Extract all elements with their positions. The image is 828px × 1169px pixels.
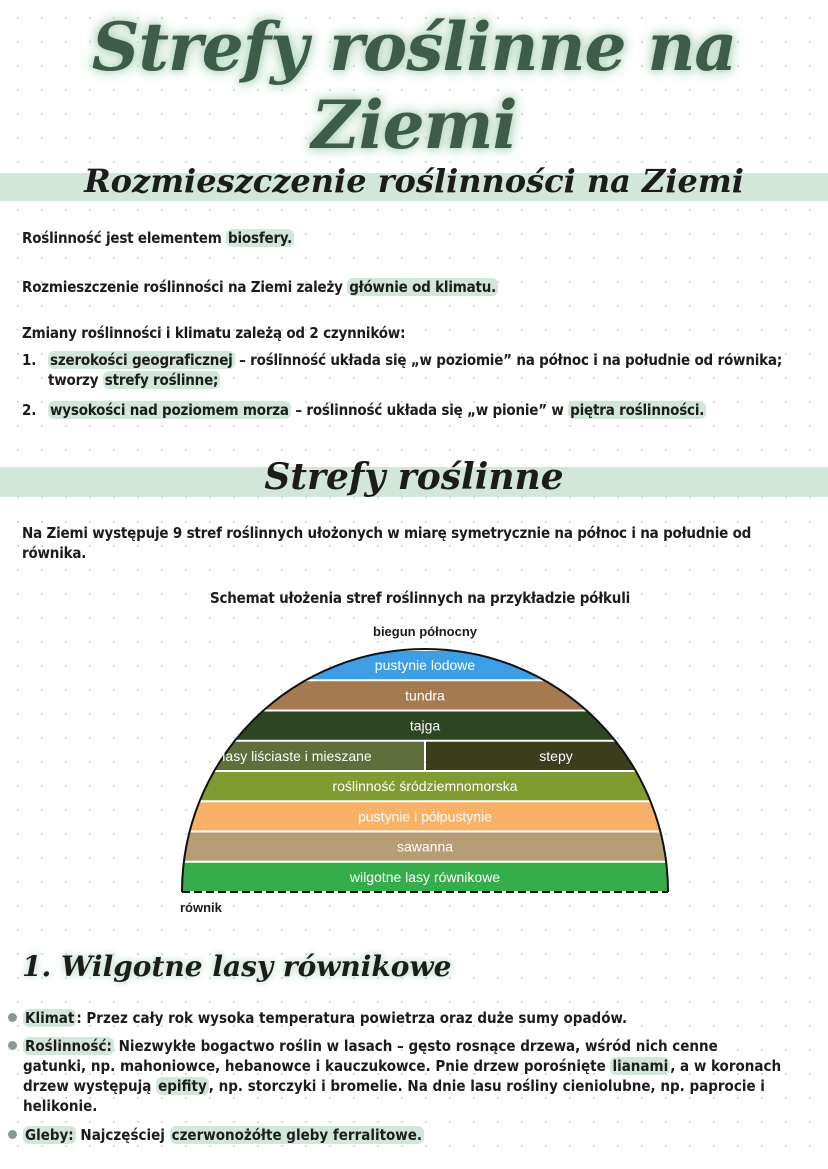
bullet-soils: Gleby: Najczęściej czerwonożółte gleby f… (8, 1125, 808, 1145)
highlight: czerwonożółte gleby ferralitowe. (169, 1126, 425, 1144)
zone-band (182, 832, 668, 861)
hemisphere-outline (181, 648, 669, 893)
text: tworzy (48, 371, 103, 389)
highlight: wysokości nad poziomem morza (48, 401, 291, 419)
text: , np. storczyki i bromelie. Na dnie lasu… (208, 1077, 765, 1095)
zone-label: pustynie i półpustynie (358, 808, 492, 824)
heading-strip (0, 467, 828, 497)
highlight: głównie od klimatu. (347, 278, 499, 296)
section-heading-rainforest: 1. Wilgotne lasy równikowe (22, 950, 452, 983)
highlight: lianami (610, 1057, 671, 1075)
highlight: piętra roślinności. (568, 401, 707, 419)
diagram-bottom-label: równik (180, 900, 222, 915)
bullet-icon (8, 1013, 17, 1022)
highlight: Roślinność: (23, 1037, 114, 1055)
text: Na Ziemi występuje 9 stref roślinnych uł… (22, 524, 752, 542)
zone-band (182, 711, 668, 740)
text: Rozmieszczenie roślinności na Ziemi zale… (22, 278, 348, 296)
heading-strip (0, 173, 828, 201)
zone-band (182, 772, 668, 801)
zone-band (182, 862, 668, 891)
highlight: biosfery. (226, 229, 295, 247)
text: drzew występują (23, 1077, 157, 1095)
text: – roślinność układa się „w poziomie” na … (234, 351, 783, 369)
highlight: strefy roślinne; (102, 371, 221, 389)
text: – roślinność układa się „w pionie” w (290, 401, 569, 419)
diagram-top-label: biegun północny (373, 624, 477, 639)
zone-label: pustynie lodowe (375, 657, 476, 673)
highlight: szerokości geograficznej (48, 351, 235, 369)
text: : Przez cały rok wysoka temperatura powi… (76, 1009, 628, 1027)
bullet-icon (8, 1130, 17, 1139)
zone-label: sawanna (397, 839, 453, 855)
text: , a w koronach (670, 1057, 782, 1075)
paragraph-intro: Na Ziemi występuje 9 stref roślinnych uł… (22, 523, 751, 563)
section-heading-zones: Strefy roślinne (264, 456, 564, 498)
text: Roślinność jest elementem (22, 229, 227, 247)
highlight: Gleby: (23, 1126, 76, 1144)
text: helikonie. (23, 1097, 98, 1115)
bullet-icon (8, 1041, 17, 1050)
zone-label: stepy (539, 748, 572, 764)
list-number: 1. (22, 351, 37, 369)
list-number: 2. (22, 401, 37, 419)
bullet-climate: Klimat: Przez cały rok wysoka temperatur… (8, 1008, 808, 1028)
diagram-caption: Schemat ułożenia stref roślinnych na prz… (209, 589, 631, 607)
zone-band (182, 802, 668, 831)
bullet-vegetation: Roślinność: Niezwykłe bogactwo roślin w … (8, 1036, 808, 1116)
text: gatunki, np. mahoniowce, hebanowce i kau… (23, 1057, 611, 1075)
list-item: 2. wysokości nad poziomem morza – roślinn… (22, 400, 707, 420)
highlight: Klimat (23, 1009, 77, 1027)
paragraph-biosphere: Roślinność jest elementem biosfery. (22, 228, 295, 248)
text: Najczęściej (75, 1126, 170, 1144)
text: równika. (22, 544, 87, 562)
zone-label: roślinność śródziemnomorska (332, 778, 517, 794)
zone-label: lasy liściaste i mieszane (222, 748, 372, 764)
paragraph-factors: Zmiany roślinności i klimatu zależą od 2… (22, 324, 406, 342)
zone-label: tundra (405, 687, 445, 703)
zone-label: tajga (410, 718, 441, 734)
paragraph-climate: Rozmieszczenie roślinności na Ziemi zale… (22, 277, 499, 297)
text: Niezwykłe bogactwo roślin w lasach – gęs… (113, 1037, 718, 1055)
page-title: Strefy roślinne na Ziemi (91, 8, 737, 164)
highlight: epifity (156, 1077, 209, 1095)
section-heading-distribution: Rozmieszczenie roślinności na Ziemi (84, 162, 744, 200)
zone-label: wilgotne lasy równikowe (349, 869, 500, 885)
list-item: 1. szerokości geograficznej – roślinność … (22, 350, 782, 390)
